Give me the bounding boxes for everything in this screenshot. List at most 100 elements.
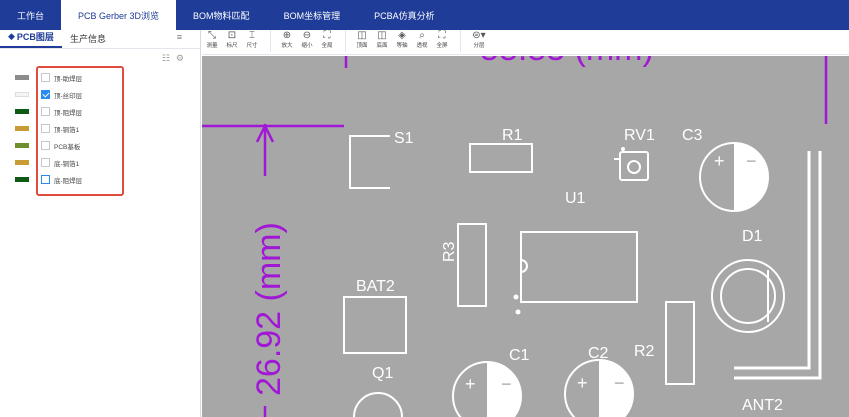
ant2-outline — [734, 151, 822, 380]
label-d1: D1 — [742, 228, 763, 245]
layer-checkbox[interactable] — [41, 73, 50, 82]
polarity-marks: + − + − + − — [465, 151, 757, 394]
layering-label: 分层 — [473, 43, 485, 49]
label-c1: C1 — [509, 347, 530, 364]
tab-pcba-sim[interactable]: PCBA仿真分析 — [374, 10, 435, 21]
layer-color-swatch — [15, 109, 29, 114]
layer-label: 顶-丝印层 — [54, 92, 83, 100]
u1-notch — [520, 259, 528, 273]
layer-checkbox[interactable] — [41, 175, 50, 184]
c1-minus: − — [501, 374, 512, 394]
zoom-in-label: 放大 — [281, 43, 293, 49]
fit-all-button[interactable]: ⛶ 全局 — [317, 30, 337, 52]
dimension-icon: ⌶ — [249, 30, 255, 41]
layer-label: 顶-阻焊层 — [54, 109, 83, 117]
top-view-icon: ◫ — [357, 30, 367, 41]
ruler-button[interactable]: ⊡ 标尺 — [222, 30, 242, 52]
menu-icon[interactable]: ≡ — [176, 32, 182, 42]
dim-arrow-up — [255, 123, 275, 143]
perspective-label: 透视 — [416, 43, 428, 49]
perspective-icon: ⌕ — [419, 30, 425, 41]
pcb-render: 58.83 (mm) 26.92 (mm) — [202, 56, 828, 417]
layer-label: 顶-铜箔1 — [54, 126, 80, 134]
toolbar-group-view: ◫ 顶面 ◫ 底面 ◈ 等轴 ⌕ 透视 ⛶ 全屏 — [352, 30, 461, 52]
fullscreen-button[interactable]: ⛶ 全屏 — [432, 30, 452, 52]
layer-color-swatch — [15, 126, 29, 131]
layer-row[interactable]: 顶-助焊层 — [0, 69, 201, 86]
fullscreen-icon: ⛶ — [438, 30, 446, 41]
zoom-out-icon: ⊖ — [302, 30, 312, 41]
layer-checkbox[interactable] — [41, 107, 50, 116]
tab-production-info-label: 生产信息 — [69, 34, 106, 44]
c2-fill — [599, 360, 633, 417]
layer-row[interactable]: 底-阻焊层 — [0, 171, 201, 188]
measure-button[interactable]: ⤡ 测量 — [202, 30, 222, 52]
c3-fill — [734, 143, 768, 211]
isometric-button[interactable]: ◈ 等轴 — [392, 30, 412, 52]
r1-outline — [469, 143, 533, 173]
pcb-canvas[interactable]: 58.83 (mm) 26.92 (mm) — [202, 56, 849, 417]
layering-button[interactable]: ⊜▾ 分层 — [467, 30, 491, 52]
c2-minus: − — [614, 373, 625, 393]
fit-all-icon: ⛶ — [323, 30, 331, 41]
layer-row[interactable]: 底-铜箔1 — [0, 154, 201, 171]
dimension-lines — [202, 56, 828, 417]
left-panel: ◆ PCB图层 生产信息 ≡ ☷ ⚙ 顶-助焊层 顶-丝印层 顶-阻焊层 — [0, 30, 201, 417]
layer-color-swatch — [15, 160, 29, 165]
layer-checkbox[interactable] — [41, 158, 50, 167]
zoom-out-label: 缩小 — [301, 43, 313, 49]
pad — [621, 147, 625, 151]
layer-color-swatch — [15, 75, 29, 80]
label-q1: Q1 — [372, 365, 393, 382]
tab-workbench[interactable]: 工作台 — [17, 10, 45, 21]
tab-pcb-gerber-3d[interactable]: PCB Gerber 3D浏览 — [61, 0, 177, 30]
label-u1: U1 — [565, 190, 586, 207]
list-icon[interactable]: ☷ — [161, 52, 170, 63]
cap-fills — [487, 143, 768, 417]
tab-bom-match[interactable]: BOM物料匹配 — [193, 10, 250, 21]
layer-color-swatch — [15, 177, 29, 182]
toolbar-group-layering: ⊜▾ 分层 — [467, 30, 499, 52]
layer-checkbox[interactable] — [41, 124, 50, 133]
tab-pcb-layers[interactable]: ◆ PCB图层 — [0, 30, 62, 48]
c2-plus: + — [577, 373, 588, 393]
s1-outline — [349, 135, 390, 189]
tab-production-info[interactable]: 生产信息 — [62, 32, 114, 48]
dim-horizontal-text: 58.83 (mm) — [480, 56, 654, 68]
bat2-outline — [343, 296, 407, 354]
perspective-button[interactable]: ⌕ 透视 — [412, 30, 432, 52]
layer-checkbox[interactable] — [41, 90, 50, 99]
isometric-label: 等轴 — [396, 43, 408, 49]
dimension-button[interactable]: ⌶ 尺寸 — [242, 30, 262, 52]
bottom-view-button[interactable]: ◫ 底面 — [372, 30, 392, 52]
measure-icon: ⤡ — [208, 30, 216, 41]
rv1-outline — [619, 151, 649, 181]
layer-checkbox[interactable] — [41, 141, 50, 150]
c3-plus: + — [714, 151, 725, 171]
layer-list: 顶-助焊层 顶-丝印层 顶-阻焊层 顶-铜箔1 PCB基板 底-铜箔1 — [0, 69, 201, 188]
rv1-knob — [627, 160, 641, 174]
zoom-in-button[interactable]: ⊕ 放大 — [277, 30, 297, 52]
layer-label: 底-阻焊层 — [54, 177, 83, 185]
top-tab-bar: 工作台 PCB Gerber 3D浏览 BOM物料匹配 BOM坐标管理 PCBA… — [0, 0, 849, 30]
zoom-in-icon: ⊕ — [282, 30, 292, 41]
top-view-button[interactable]: ◫ 顶面 — [352, 30, 372, 52]
label-r1: R1 — [502, 127, 523, 144]
layer-row[interactable]: 顶-铜箔1 — [0, 120, 201, 137]
layer-row[interactable]: 顶-阻焊层 — [0, 103, 201, 120]
label-bat2: BAT2 — [356, 278, 395, 295]
settings-icon[interactable]: ⚙ — [175, 52, 184, 63]
c1-plus: + — [465, 374, 476, 394]
label-r3: R3 — [441, 241, 458, 262]
layer-row[interactable]: 顶-丝印层 — [0, 86, 201, 103]
label-r2: R2 — [634, 343, 655, 360]
r2-outline — [665, 301, 695, 385]
pad — [515, 309, 521, 315]
layers-icon: ◆ — [8, 31, 15, 41]
pad — [513, 294, 519, 300]
zoom-out-button[interactable]: ⊖ 缩小 — [297, 30, 317, 52]
tab-bom-coords[interactable]: BOM坐标管理 — [283, 10, 341, 21]
q1-outline — [353, 392, 403, 417]
label-c3: C3 — [682, 127, 703, 144]
layer-row[interactable]: PCB基板 — [0, 137, 201, 154]
